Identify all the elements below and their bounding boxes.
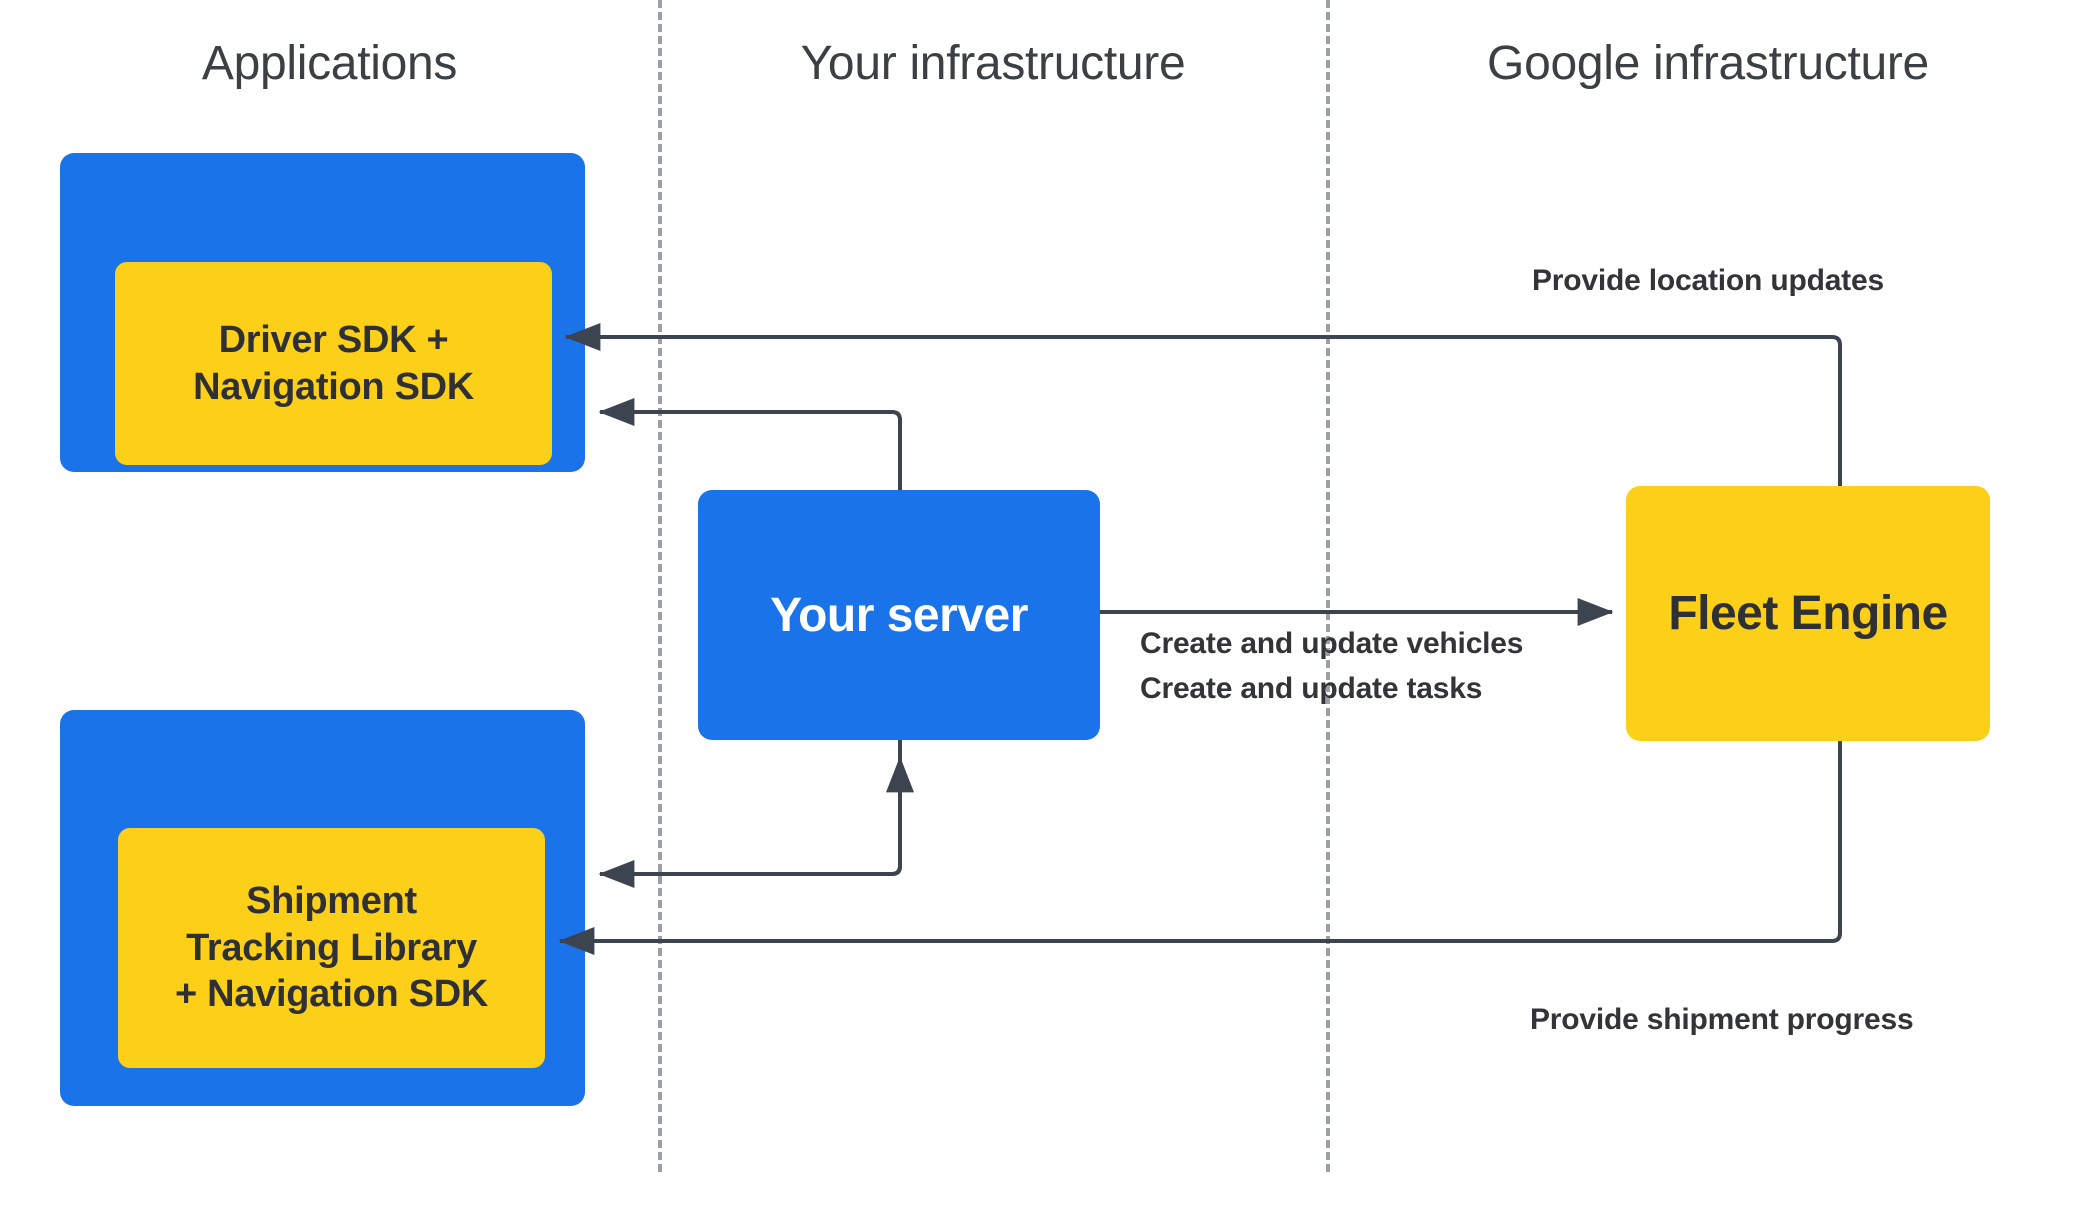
column-header-your-infrastructure: Your infrastructure — [800, 37, 1186, 90]
edge-server-to-consumer — [598, 740, 902, 888]
column-header-google-infrastructure: Google infrastructure — [1487, 37, 1929, 90]
edge-label-create-and-update-vehicles: Create and update vehicles — [1140, 627, 1524, 660]
edge-label-create-and-update-tasks: Create and update tasks — [1140, 672, 1483, 705]
edge-consumer-to-server — [780, 756, 914, 876]
edge-label-provide-shipment-progress: Provide shipment progress — [1530, 1003, 1914, 1036]
edge-shipment-progress — [558, 741, 1842, 955]
node-driver-sdk[interactable]: Driver SDK +Navigation SDK — [115, 262, 552, 465]
node-fleet-engine-label: Fleet Engine — [1668, 587, 1948, 640]
column-header-applications: Applications — [201, 37, 458, 90]
node-your-server[interactable]: Your server — [698, 490, 1100, 740]
column-divider-left — [658, 0, 662, 1172]
node-fleet-engine[interactable]: Fleet Engine — [1626, 486, 1990, 741]
edge-location-updates — [564, 323, 1842, 486]
edge-label-provide-location-updates: Provide location updates — [1532, 264, 1884, 297]
node-driver-sdk-label: Driver SDK +Navigation SDK — [193, 319, 474, 408]
column-divider-right — [1326, 0, 1330, 1172]
edge-server-to-driver — [598, 398, 902, 490]
node-your-server-label: Your server — [770, 588, 1028, 642]
